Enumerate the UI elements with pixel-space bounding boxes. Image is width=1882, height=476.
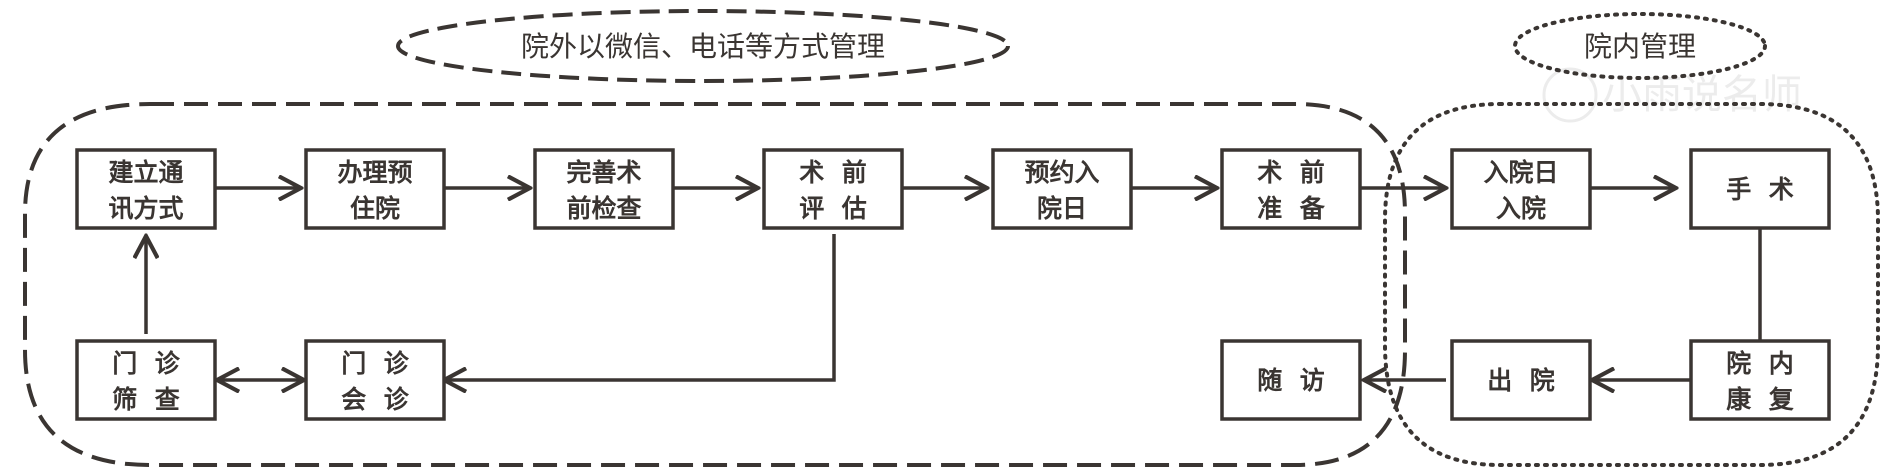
svg-text:前检查: 前检查	[566, 194, 641, 223]
svg-text:出 院: 出 院	[1487, 366, 1554, 395]
svg-text:入院: 入院	[1496, 194, 1546, 223]
svg-text:讯方式: 讯方式	[108, 194, 183, 223]
svg-text:手 术: 手 术	[1726, 175, 1793, 204]
svg-text:术 前: 术 前	[799, 158, 866, 187]
svg-text:入院日: 入院日	[1483, 158, 1558, 187]
svg-text:筛 查: 筛 查	[112, 385, 179, 414]
svg-text:建立通: 建立通	[108, 158, 183, 187]
node-preop-eval: 术 前 评 估	[762, 148, 904, 230]
svg-text:术 前: 术 前	[1257, 158, 1324, 187]
watermark: 小雨说名师	[1542, 67, 1802, 123]
svg-text:会 诊: 会 诊	[341, 385, 409, 414]
outside-region-label-ellipse	[396, 9, 1010, 83]
svg-text:院日: 院日	[1037, 194, 1087, 223]
node-clinic-consult: 门 诊 会 诊	[304, 339, 446, 421]
inside-region-label: 院内管理	[1584, 30, 1696, 63]
node-surgery: 手 术	[1689, 148, 1831, 230]
arrows	[146, 188, 1760, 380]
node-contact: 建立通 讯方式	[75, 148, 217, 230]
outside-region-label: 院外以微信、电话等方式管理	[521, 30, 885, 63]
svg-text:住院: 住院	[350, 194, 400, 223]
node-preop-prep: 术 前 准 备	[1220, 148, 1362, 230]
svg-text:准 备: 准 备	[1257, 194, 1325, 223]
svg-text:随 访: 随 访	[1257, 366, 1324, 395]
svg-text:预约入: 预约入	[1024, 158, 1099, 187]
svg-text:评 估: 评 估	[799, 194, 866, 223]
node-discharge: 出 院	[1450, 339, 1592, 421]
outside-region-boundary	[23, 102, 1407, 467]
node-followup: 随 访	[1220, 339, 1362, 421]
svg-text:门 诊: 门 诊	[341, 349, 409, 378]
inside-region-boundary	[1383, 102, 1880, 467]
inside-region-label-ellipse	[1513, 12, 1767, 80]
svg-text:门 诊: 门 诊	[112, 349, 180, 378]
svg-text:办理预: 办理预	[337, 158, 412, 187]
node-clinic-screening: 门 诊 筛 查	[75, 339, 217, 421]
node-preop-exam: 完善术 前检查	[533, 148, 675, 230]
svg-text:完善术: 完善术	[566, 158, 641, 187]
svg-text:院 内: 院 内	[1726, 349, 1793, 378]
svg-text:康 复: 康 复	[1726, 385, 1794, 414]
node-schedule-admission: 预约入 院日	[991, 148, 1133, 230]
node-admission: 入院日 入院	[1450, 148, 1592, 230]
arrow-eval-to-consult	[444, 234, 836, 380]
node-rehab: 院 内 康 复	[1689, 339, 1831, 421]
svg-text:小雨说名师: 小雨说名师	[1602, 72, 1802, 118]
node-pre-admission: 办理预 住院	[304, 148, 446, 230]
